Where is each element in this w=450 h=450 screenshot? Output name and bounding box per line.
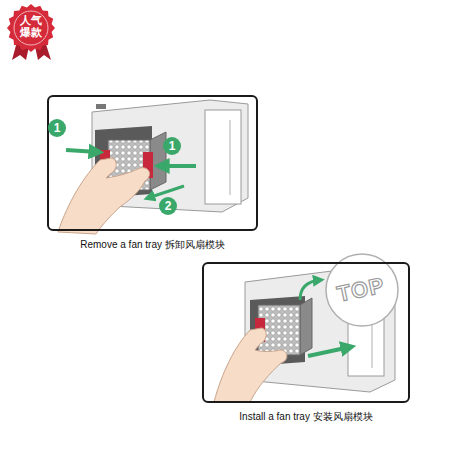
caption: Install a fan tray 安装风扇模块 <box>184 410 428 424</box>
chassis-label <box>96 104 106 109</box>
fan-tray-side <box>300 298 312 355</box>
remove-illustration <box>58 100 248 234</box>
chassis-door <box>205 110 241 204</box>
hand <box>58 158 150 234</box>
press-arrow <box>66 150 98 152</box>
door-line <box>230 120 231 195</box>
callout-number: 2 <box>159 197 177 215</box>
panel-frame: Remove a fan tray 拆卸风扇模块 <box>47 95 258 231</box>
magnifier-circle <box>326 254 398 326</box>
badge-ring <box>14 11 48 45</box>
badge: 人气 爆款 <box>10 6 52 48</box>
badge-seal <box>7 4 55 52</box>
press-arrow <box>160 164 196 168</box>
callout-number: 1 <box>48 119 66 137</box>
rotate-arrow <box>300 280 320 300</box>
badge-text: 人气 爆款 <box>19 15 43 39</box>
top-marking: TOP <box>335 272 387 307</box>
insert-arrow <box>308 347 350 356</box>
install-illustration <box>214 254 398 402</box>
caption: Remove a fan tray 拆卸风扇模块 <box>29 238 276 252</box>
hand <box>214 328 287 402</box>
callout-number: 1 <box>163 137 181 155</box>
